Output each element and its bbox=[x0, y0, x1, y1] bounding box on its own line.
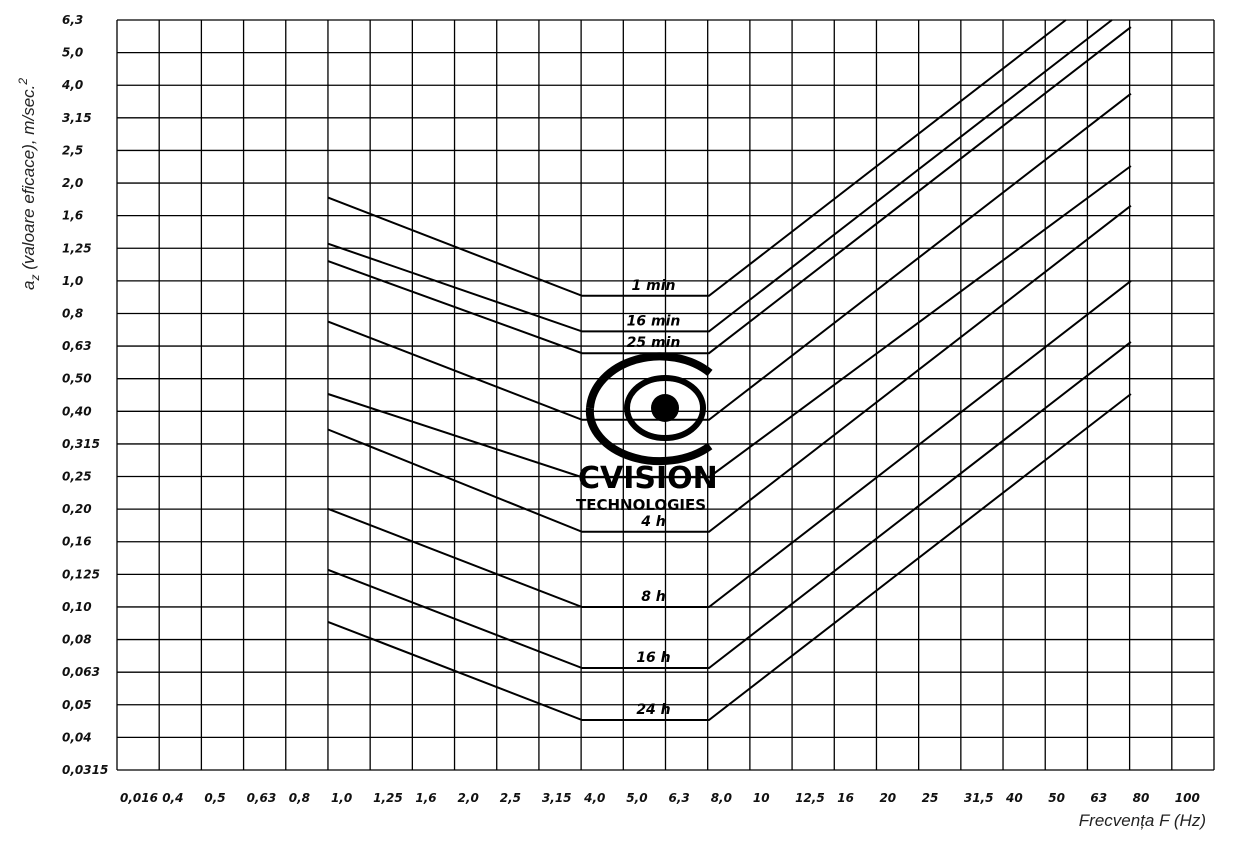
y-axis-title-main: a bbox=[19, 281, 38, 290]
x-tick-label: 20 bbox=[879, 791, 896, 805]
series-line bbox=[327, 19, 1113, 333]
series-label: 1 min bbox=[632, 278, 676, 294]
y-tick-label: 0,8 bbox=[62, 306, 83, 320]
y-tick-label: 0,16 bbox=[62, 535, 92, 549]
series-label: 8 h bbox=[641, 589, 666, 605]
y-tick-label: 1,6 bbox=[62, 209, 83, 223]
y-tick-label: 0,315 bbox=[62, 437, 100, 451]
series-line bbox=[327, 165, 1132, 479]
x-tick-label: 16 bbox=[837, 791, 854, 805]
x-tick-label: 2,5 bbox=[500, 791, 521, 805]
y-tick-label: 0,40 bbox=[62, 404, 92, 418]
series-label: 16 h bbox=[636, 650, 670, 666]
cvision-watermark-logo: CVISION TECHNOLOGIES bbox=[576, 352, 718, 514]
y-tick-label: 0,063 bbox=[62, 665, 100, 679]
series-line bbox=[327, 393, 1132, 721]
x-tick-label: 0,5 bbox=[204, 791, 225, 805]
series-line bbox=[327, 280, 1132, 608]
y-axis-title-sub: z bbox=[28, 275, 42, 282]
y-tick-label: 5,0 bbox=[62, 46, 83, 60]
y-tick-label: 0,08 bbox=[62, 633, 92, 647]
y-tick-label: 0,20 bbox=[62, 502, 92, 516]
series-label: 4 h bbox=[640, 514, 666, 530]
y-axis-title-rest: (valoare eficace), m/sec. bbox=[19, 85, 38, 275]
x-tick-label: 10 bbox=[753, 791, 770, 805]
series-label: 25 min bbox=[627, 335, 681, 351]
y-tick-label: 6,3 bbox=[62, 13, 83, 27]
y-tick-label: 1,0 bbox=[62, 274, 83, 288]
x-tick-label: 6,3 bbox=[669, 791, 690, 805]
y-tick-label: 0,0315 bbox=[62, 763, 108, 777]
y-tick-label: 3,15 bbox=[62, 111, 92, 125]
x-tick-label: 1,6 bbox=[415, 791, 436, 805]
grid bbox=[116, 19, 1215, 771]
x-tick-label: 0,63 bbox=[247, 791, 277, 805]
x-tick-label: 2,0 bbox=[458, 791, 479, 805]
x-tick-label: 1,25 bbox=[373, 791, 403, 805]
x-tick-label: 63 bbox=[1090, 791, 1107, 805]
y-axis-title-sup: 2 bbox=[16, 78, 30, 86]
y-tick-label: 1,25 bbox=[62, 241, 92, 255]
y-axis-ticks: 6,3 5,0 4,0 3,15 2,5 2,0 1,6 1,25 1,0 0,8 0,63 0,50… bbox=[61, 13, 108, 777]
x-tick-label: 5,0 bbox=[626, 791, 647, 805]
y-tick-label: 2,0 bbox=[62, 176, 83, 190]
series-lines bbox=[327, 19, 1132, 721]
x-tick-label: 25 bbox=[922, 791, 939, 805]
y-axis-title: az (valoare eficace), m/sec.2 bbox=[16, 78, 42, 290]
x-tick-label: 0,4 bbox=[162, 791, 183, 805]
y-tick-label: 0,04 bbox=[62, 730, 92, 744]
y-tick-label: 0,125 bbox=[62, 567, 100, 581]
series-label: 24 h bbox=[636, 702, 670, 718]
x-tick-label: 40 bbox=[1005, 791, 1023, 805]
y-tick-label: 0,10 bbox=[62, 600, 92, 614]
x-axis-title: Frecvența F (Hz) bbox=[1079, 811, 1206, 830]
y-tick-label: 0,25 bbox=[62, 470, 92, 484]
y-tick-label: 4,0 bbox=[61, 78, 83, 92]
y-tick-label: 0,50 bbox=[62, 372, 92, 386]
x-tick-label: 80 bbox=[1133, 791, 1150, 805]
x-tick-label: 31,5 bbox=[964, 791, 994, 805]
series-line bbox=[327, 19, 1067, 297]
x-tick-label: 0,8 bbox=[289, 791, 310, 805]
watermark-word-1: CVISION bbox=[578, 461, 718, 496]
x-tick-label: 4,0 bbox=[583, 791, 605, 805]
x-tick-label: 0,016 bbox=[120, 791, 158, 805]
series-line bbox=[327, 92, 1132, 421]
x-tick-label: 12,5 bbox=[795, 791, 825, 805]
y-tick-label: 0,05 bbox=[62, 698, 92, 712]
x-axis-ticks: 0,016 0,4 0,5 0,63 0,8 1,0 1,25 1,6 2,0 2,5 3,15 4,… bbox=[120, 791, 1200, 805]
series-line bbox=[327, 26, 1132, 355]
x-tick-label: 50 bbox=[1048, 791, 1065, 805]
y-tick-label: 0,63 bbox=[62, 339, 92, 353]
x-tick-label: 100 bbox=[1175, 791, 1200, 805]
series-labels: 1 min 16 min 25 min 4 h 8 h 16 h 24 h bbox=[627, 278, 681, 718]
watermark-word-2: TECHNOLOGIES bbox=[576, 496, 706, 514]
y-tick-label: 2,5 bbox=[62, 143, 83, 157]
series-line bbox=[327, 341, 1132, 669]
x-tick-label: 3,15 bbox=[542, 791, 572, 805]
series-label: 16 min bbox=[627, 313, 681, 329]
x-tick-label: 1,0 bbox=[331, 791, 352, 805]
x-tick-label: 8,0 bbox=[711, 791, 732, 805]
series-line bbox=[327, 204, 1132, 533]
